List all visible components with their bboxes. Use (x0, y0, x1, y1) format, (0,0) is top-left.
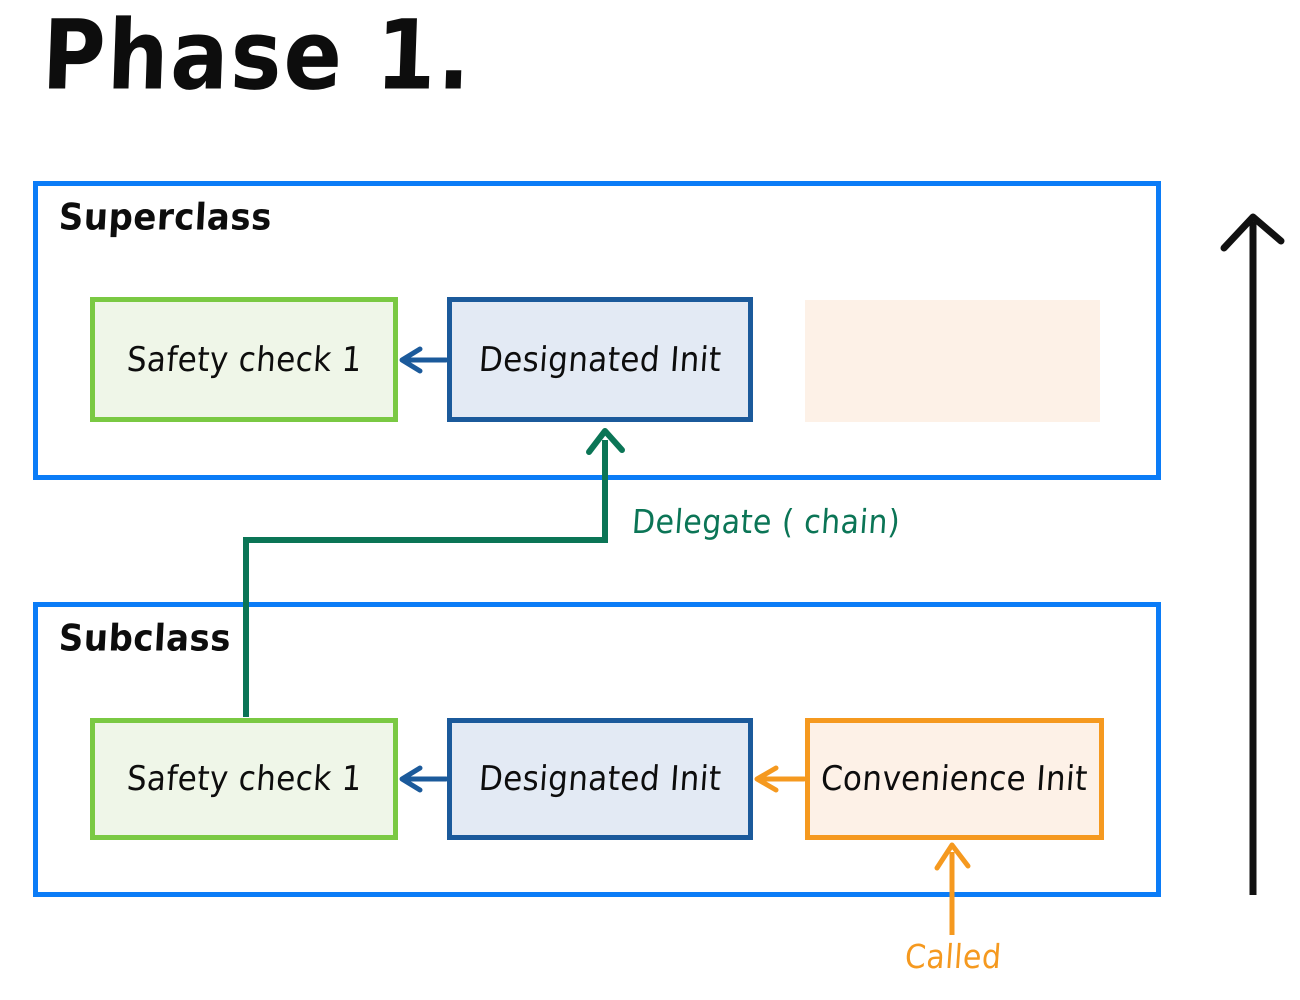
superclass-safety-check-box[interactable]: Safety check 1 (90, 297, 398, 422)
subclass-safety-check-label: Safety check 1 (125, 759, 363, 799)
page-title: Phase 1. (40, 0, 475, 113)
subclass-designated-init-box[interactable]: Designated Init (447, 718, 753, 840)
subclass-convenience-init-label: Convenience Init (819, 759, 1090, 799)
delegate-chain-label: Delegate ( chain) (630, 503, 902, 542)
superclass-safety-check-label: Safety check 1 (125, 339, 363, 380)
subclass-label: Subclass (57, 617, 233, 661)
subclass-designated-init-label: Designated Init (477, 759, 723, 799)
superclass-designated-init-label: Designated Init (477, 339, 723, 380)
superclass-label: Superclass (57, 196, 274, 240)
delegate-chain-text: Delegate ( chain) (630, 503, 902, 542)
subclass-convenience-init-box[interactable]: Convenience Init (805, 718, 1104, 840)
superclass-ghost-box (805, 300, 1100, 422)
phase-direction-arrow-icon (1220, 213, 1285, 895)
subclass-safety-check-box[interactable]: Safety check 1 (90, 718, 398, 840)
called-label: Called (903, 938, 1003, 977)
superclass-designated-init-box[interactable]: Designated Init (447, 297, 753, 422)
called-text: Called (903, 938, 1003, 977)
